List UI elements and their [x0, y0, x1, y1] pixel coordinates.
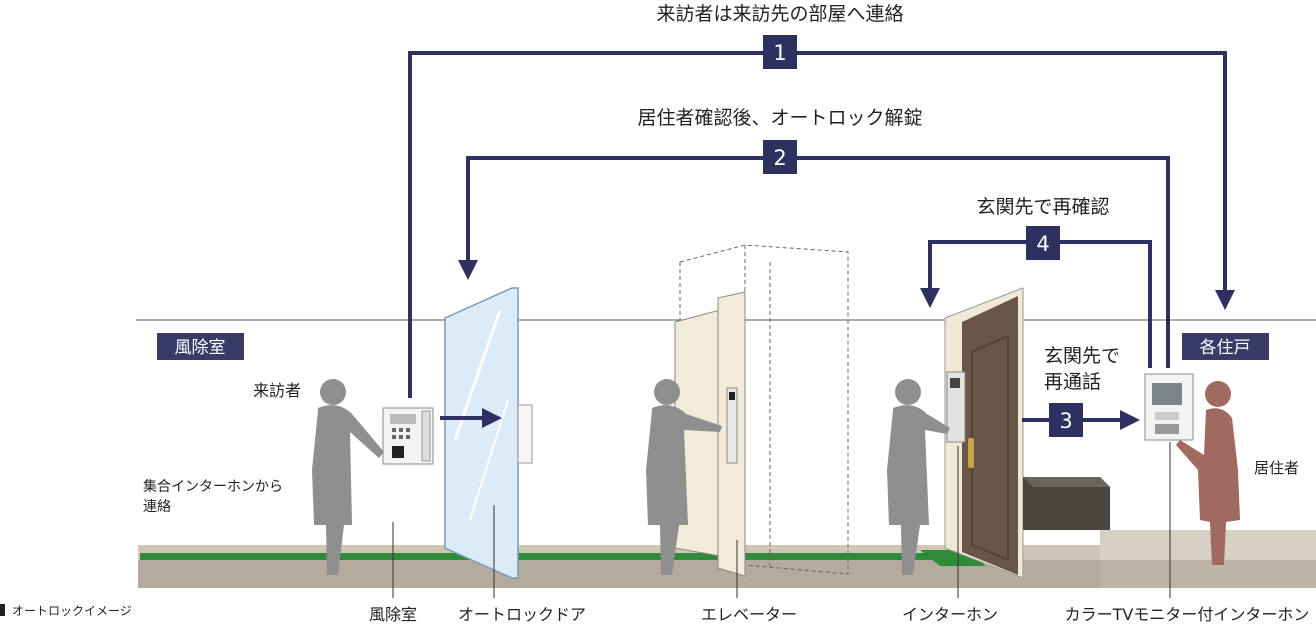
green-path: [140, 553, 970, 560]
apartment-door: [944, 287, 1024, 579]
step-caption-2: 居住者確認後、オートロック解錠: [637, 107, 922, 129]
resident-silhouette: [1176, 381, 1240, 565]
step-caption-3: 玄関先で 再通話: [1044, 345, 1126, 393]
visitor-action-line2: 連絡: [143, 499, 171, 515]
svg-text:風除室: 風除室: [175, 338, 226, 358]
entrance-intercom-panel: [382, 407, 434, 465]
shoe-cabinet: [1023, 477, 1110, 530]
visitor-silhouette-2: [646, 379, 722, 575]
step-badge-2: 2: [763, 140, 797, 174]
zone-label-vestibule: 風除室: [157, 333, 244, 360]
elevator: [674, 244, 849, 577]
legend-text: オートロックイメージ: [12, 604, 132, 618]
step-badge-3: 3: [1049, 403, 1083, 437]
resident-label: 居住者: [1254, 459, 1299, 477]
visitor-action-line1: 集合インターホンから: [143, 478, 283, 495]
visitor-silhouette-1: [312, 379, 384, 575]
color-tv-intercom: [1144, 373, 1194, 441]
svg-text:各住戸: 各住戸: [1200, 338, 1251, 358]
flow-line-1: [408, 51, 1235, 398]
leader-lines: [392, 442, 1171, 598]
svg-text:1: 1: [773, 41, 786, 65]
step-caption-1: 来訪者は来訪先の部屋へ連絡: [656, 3, 903, 25]
flow-line-2: [458, 156, 1170, 368]
svg-text:2: 2: [773, 146, 786, 170]
bottom-label-elevator: エレベーター: [701, 605, 797, 624]
svg-text:3: 3: [1059, 409, 1072, 433]
floor: [138, 530, 1316, 588]
bottom-label-vestibule: 風除室: [369, 605, 417, 624]
step-caption-4: 玄関先で再確認: [976, 196, 1109, 218]
bottom-label-intercom: インターホン: [902, 605, 998, 624]
visitor-silhouette-3: [887, 379, 950, 575]
zone-label-residence: 各住戸: [1182, 333, 1269, 360]
bottom-label-color-tv-intercom: カラーTVモニター付インターホン: [1065, 605, 1310, 624]
step-badge-4: 4: [1026, 226, 1060, 260]
autolock-door: [444, 287, 533, 579]
bottom-label-autolock-door: オートロックドア: [458, 605, 586, 624]
legend-marker: [0, 604, 5, 616]
visitor-label: 来訪者: [253, 381, 301, 400]
step-badge-1: 1: [763, 35, 797, 69]
svg-text:4: 4: [1036, 232, 1049, 256]
